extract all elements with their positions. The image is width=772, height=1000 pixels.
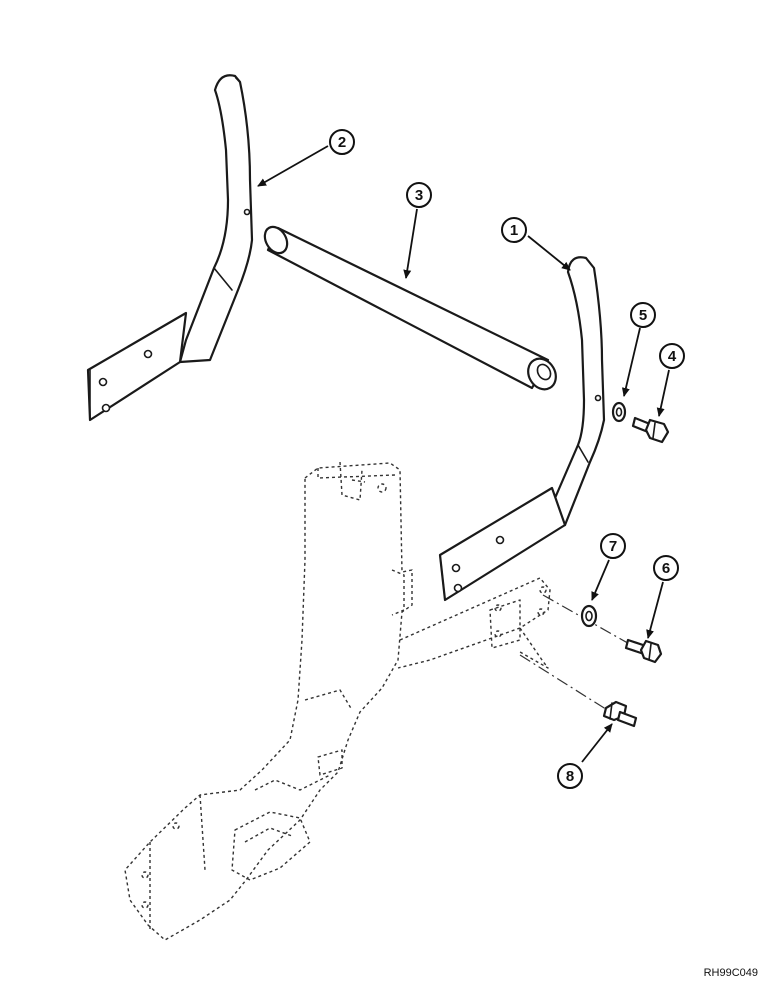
callout-3-label: 3 [415,187,423,204]
centerline-bolt-8 [519,654,621,719]
washer-upper [611,401,627,423]
callout-5: 5 [630,302,656,328]
left-frame-arm [86,74,254,422]
callout-2: 2 [329,129,355,155]
callout-8: 8 [557,763,583,789]
callout-8-label: 8 [566,768,574,785]
callout-5-label: 5 [639,307,647,324]
callout-1: 1 [501,217,527,243]
bolt-bottom [602,700,638,728]
leader-4 [656,369,670,417]
leader-5 [621,327,641,397]
callout-7: 7 [600,533,626,559]
tube [263,225,557,391]
callout-6: 6 [653,555,679,581]
leader-7 [591,559,610,601]
reference-code: RH99C049 [704,967,758,979]
leader-2 [257,145,329,187]
callout-4: 4 [659,343,685,369]
callout-6-label: 6 [662,560,670,577]
washer-lower [580,604,598,628]
leader-1 [527,235,571,271]
leader-3 [403,208,418,279]
leader-6 [646,581,664,639]
bolt-lower [624,638,663,664]
phantom-mounting-frame [124,461,551,941]
leader-8 [581,723,613,763]
right-frame-arm [438,256,606,602]
callout-4-label: 4 [668,348,677,365]
callout-3: 3 [406,182,432,208]
callout-1-label: 1 [510,222,518,239]
callout-2-label: 2 [338,134,346,151]
callout-7-label: 7 [609,538,617,555]
bolt-upper [631,416,670,444]
